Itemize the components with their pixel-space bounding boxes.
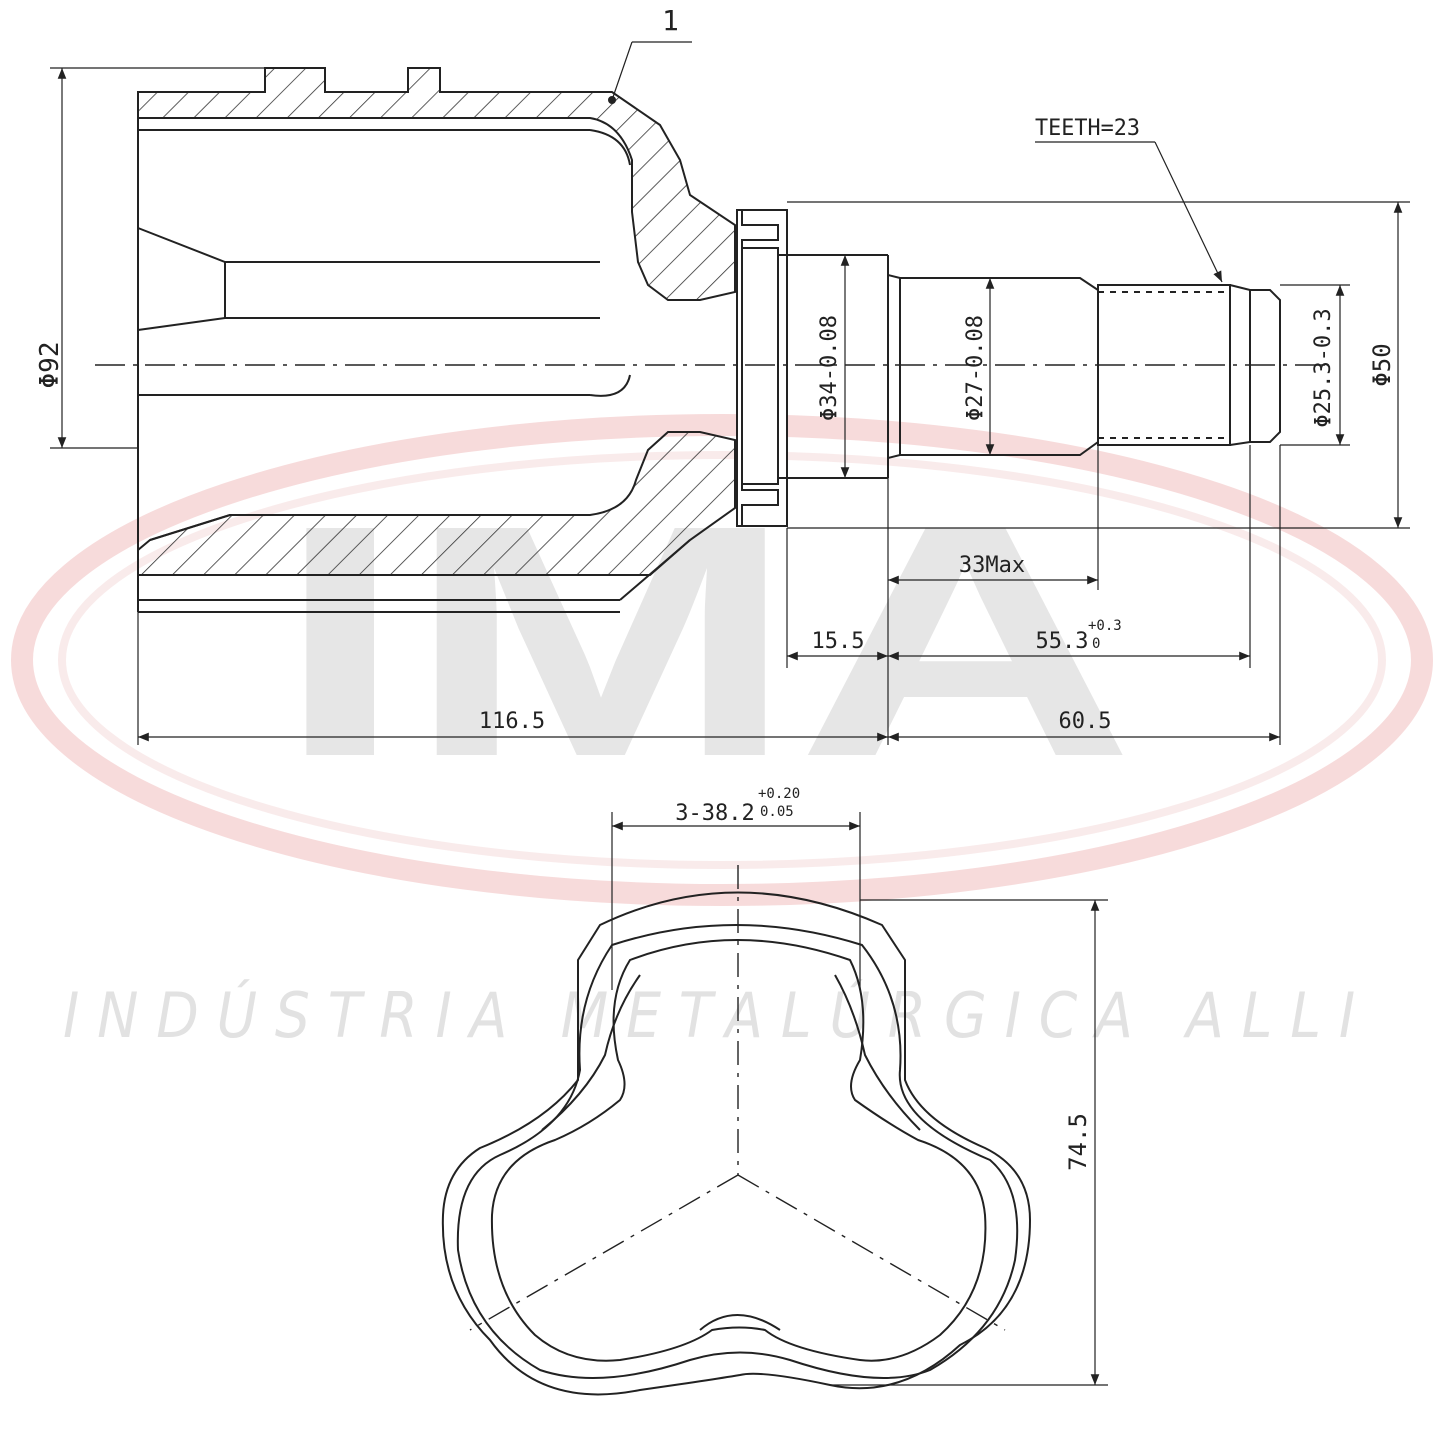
dim-shaft-tol-lower: 0 bbox=[1092, 636, 1100, 652]
dim-track-width: 3-38.2 bbox=[675, 801, 754, 826]
part-number-label: 1 bbox=[662, 4, 679, 37]
dim-spline-length: 33Max bbox=[959, 553, 1025, 578]
teeth-note: TEETH=23 bbox=[1035, 116, 1140, 141]
track-outline bbox=[490, 939, 987, 1362]
dim-collar-length: 15.5 bbox=[812, 629, 865, 654]
watermark-ring bbox=[11, 414, 1433, 906]
dim-thread-dia: Φ25.3-0.3 bbox=[1311, 308, 1336, 427]
dim-stub-length: 60.5 bbox=[1059, 709, 1112, 734]
dim-housing-height: 74.5 bbox=[1064, 1113, 1092, 1171]
watermark-tagline: INDÚSTRIA METALÚRGICA ALLI bbox=[63, 979, 1373, 1052]
end-view bbox=[441, 812, 1108, 1396]
housing-outline bbox=[441, 891, 1032, 1396]
housing-lower-wall bbox=[137, 431, 736, 576]
dim-shaft-length: 55.3 bbox=[1036, 629, 1089, 654]
dim-track-tol-lower: 0.05 bbox=[760, 804, 794, 820]
housing-upper-wall bbox=[137, 67, 736, 301]
dim-shaft-tol-upper: +0.3 bbox=[1088, 618, 1122, 634]
dim-shaft-34: Φ34-0.08 bbox=[817, 315, 842, 421]
dim-flange-dia: Φ50 bbox=[1368, 343, 1396, 386]
inner-bore bbox=[137, 227, 600, 263]
dim-shaft-27: Φ27-0.08 bbox=[963, 315, 988, 421]
housing-inner-outline bbox=[456, 924, 1019, 1379]
dimension-labels: 1 TEETH=23 Φ92 Φ34-0.08 Φ27-0.08 Φ25.3-0… bbox=[35, 4, 1396, 1171]
dim-body-length: 116.5 bbox=[479, 709, 545, 734]
side-section-view bbox=[50, 41, 1410, 745]
dim-outer-diameter: Φ92 bbox=[35, 342, 65, 389]
dim-track-tol-upper: +0.20 bbox=[758, 786, 800, 802]
